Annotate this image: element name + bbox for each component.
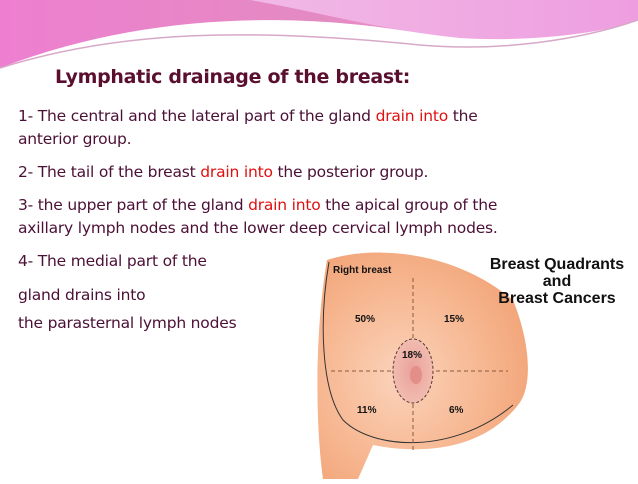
point-1-line-1: 1- The central and the lateral part of t… — [18, 107, 478, 125]
heading-line: and — [542, 273, 572, 290]
point-text: 3- the upper part of the gland — [18, 196, 249, 214]
upper-outer-percent: 50% — [355, 314, 376, 325]
breast-illustration — [317, 252, 528, 479]
point-text: the posterior group. — [272, 163, 429, 181]
point-4-line-3: the parasternal lymph nodes — [18, 314, 237, 332]
upper-inner-percent: 15% — [444, 314, 465, 325]
point-4-line-1: 4- The medial part of the — [18, 252, 207, 270]
heading-line: Breast Cancers — [498, 290, 616, 307]
decorative-banner — [0, 0, 638, 69]
central-percent: 18% — [402, 350, 423, 361]
point-2: 2- The tail of the breast drain into the… — [18, 163, 428, 181]
point-3-line-1: 3- the upper part of the gland drain int… — [18, 196, 497, 214]
lower-inner-percent: 6% — [449, 405, 464, 416]
figure-heading: Breast Quadrants and Breast Cancers — [477, 256, 637, 307]
point-4-line-2: gland drains into — [18, 286, 146, 304]
highlight-text: drain into — [248, 196, 321, 214]
point-text: 2- The tail of the breast — [18, 163, 201, 181]
point-text: the — [448, 107, 478, 125]
point-1-line-2: anterior group. — [18, 130, 132, 148]
point-text: 1- The central and the lateral part of t… — [18, 107, 376, 125]
point-3-line-2: axillary lymph nodes and the lower deep … — [18, 219, 498, 237]
breast-quadrants-figure: Right breast Breast Quadrants and Breast… — [313, 240, 638, 479]
highlight-text: drain into — [200, 163, 273, 181]
heading-line: Breast Quadrants — [489, 256, 625, 273]
lower-outer-percent: 11% — [357, 405, 377, 416]
point-text: the apical group of the — [320, 196, 498, 214]
right-breast-label: Right breast — [333, 265, 392, 276]
slide-title: Lymphatic drainage of the breast: — [55, 66, 410, 88]
highlight-text: drain into — [375, 107, 449, 125]
